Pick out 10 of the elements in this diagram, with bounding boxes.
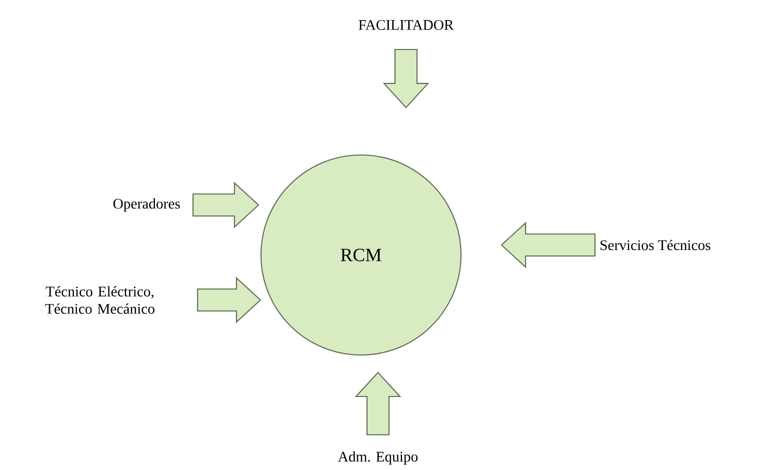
block-arrow xyxy=(500,222,596,268)
label-text: Operadores xyxy=(113,198,180,212)
label-text: Adm. Equipo xyxy=(338,451,418,465)
label-text: Técnico Eléctrico, Técnico Mecánico xyxy=(45,286,154,314)
block-arrow xyxy=(382,48,430,108)
block-arrow xyxy=(197,276,262,324)
label-text: FACILITADOR xyxy=(358,20,454,30)
block-arrow xyxy=(354,372,402,436)
block-arrow xyxy=(192,182,260,228)
label-text: Servicios Técnicos xyxy=(600,240,710,250)
